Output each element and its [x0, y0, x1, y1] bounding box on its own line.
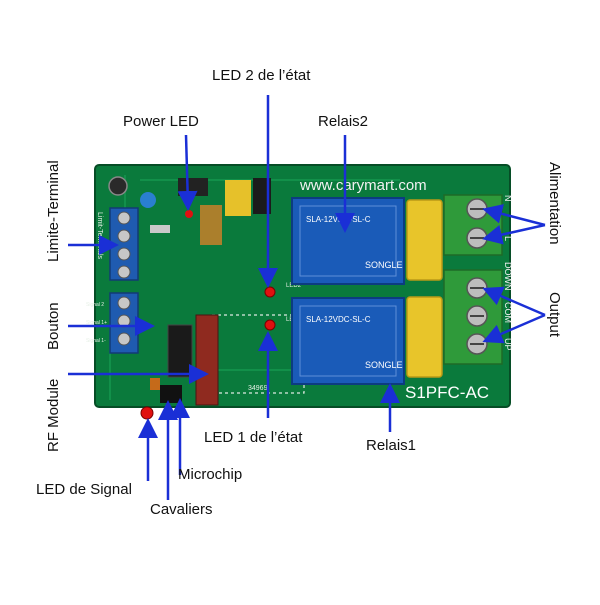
- website-silkscreen: www.carymart.com: [299, 177, 427, 194]
- terminal-mark-n: N: [503, 195, 513, 202]
- led2-state: [264, 286, 276, 298]
- terminal-mark-down: DOWN: [503, 262, 513, 291]
- signal1p-silkscreen: Signal 1+: [86, 320, 107, 326]
- fuse-upper: [406, 199, 443, 281]
- relay1-brand: SONGLE: [365, 360, 403, 370]
- model-silkscreen: S1PFC-AC: [405, 383, 489, 402]
- limit-terminal-silkscreen: Limit-Terminals: [96, 212, 103, 260]
- terminal-mark-l: L: [503, 236, 513, 241]
- board-number-silkscreen: 34969: [248, 385, 268, 392]
- fuse-lower: [406, 296, 443, 378]
- signal-led: [140, 406, 154, 420]
- signal2-silkscreen: Signal 2: [86, 302, 104, 308]
- led2-silkscreen: LED2: [286, 283, 302, 289]
- label-microchip: Microchip: [178, 466, 243, 483]
- label-bouton: Bouton: [45, 302, 62, 350]
- label-relais2: Relais2: [318, 113, 369, 130]
- label-led2-state: LED 2 de l’état: [212, 67, 311, 84]
- button-terminal-block: [109, 292, 139, 354]
- arrow-power-led: [177, 134, 198, 211]
- relay1-part: SLA-12VDC-SL-C: [306, 315, 371, 324]
- limit-terminal-block: [109, 207, 139, 281]
- output-terminal-block: [443, 269, 503, 365]
- label-output: Output: [546, 292, 563, 338]
- terminal-mark-com: COM: [503, 302, 513, 323]
- rf-module: [195, 314, 219, 406]
- label-cavaliers: Cavaliers: [150, 501, 213, 518]
- label-power-led: Power LED: [123, 113, 199, 130]
- microchip: [167, 324, 193, 378]
- label-relais1: Relais1: [366, 437, 417, 454]
- signal1m-silkscreen: Signal 1-: [86, 338, 106, 344]
- label-limite-terminal: Limite-Terminal: [45, 160, 62, 262]
- arrow-output-bottom: [482, 313, 546, 344]
- label-led1-state: LED 1 de l’état: [204, 429, 303, 446]
- label-rf-module: RF Module: [45, 378, 62, 452]
- power-terminal-block: [443, 194, 503, 256]
- relay2-part: SLA-12VDC-SL-C: [306, 215, 371, 224]
- callout-arrows: [68, 95, 546, 500]
- relay2-brand: SONGLE: [365, 260, 403, 270]
- power-led: [185, 210, 193, 218]
- power-section: [108, 176, 271, 245]
- terminal-mark-up: UP: [503, 338, 513, 351]
- relay-2: SONGLE SLA-12VDC-SL-C: [291, 197, 405, 285]
- arrow-alimentation-bottom: [482, 223, 546, 245]
- arrow-alimentation-top: [482, 204, 546, 227]
- arrow-output-top: [482, 286, 546, 317]
- label-led-signal: LED de Signal: [36, 481, 132, 498]
- relay-1: SONGLE SLA-12VDC-SL-C: [291, 297, 405, 385]
- label-alimentation: Alimentation: [546, 162, 563, 245]
- led1-state: [264, 319, 276, 331]
